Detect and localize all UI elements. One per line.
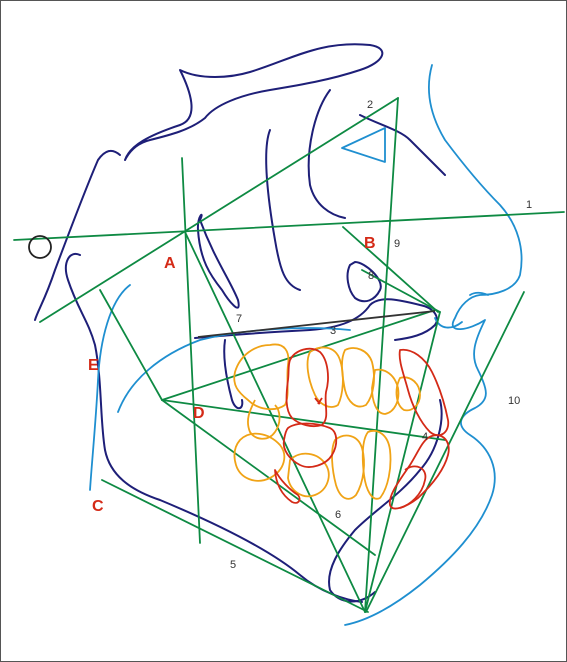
- skeletal-outline: [34, 43, 446, 603]
- deciduous-incisor-lower: [361, 430, 392, 500]
- pterygoid-outline: [196, 213, 240, 309]
- label-D: D: [193, 405, 205, 422]
- label-6: 6: [335, 509, 341, 521]
- line-B: [181, 157, 201, 544]
- label-E: E: [88, 357, 99, 374]
- tongue-outline: [117, 327, 351, 413]
- occipital-outline: [34, 149, 121, 321]
- lip-outline: [434, 317, 463, 329]
- upper-tooth-bud: [314, 397, 323, 405]
- line-5-mandibular-plane: [101, 479, 369, 613]
- label-9: 9: [394, 238, 400, 250]
- line-ba-n: [184, 231, 366, 613]
- upper-incisor: [398, 348, 450, 437]
- line-1-frankfort: [13, 211, 565, 241]
- deciduous-canine-upper: [306, 346, 344, 408]
- deciduous-teeth: [233, 343, 421, 500]
- label-7: 7: [236, 313, 242, 325]
- first-molar-lower: [282, 422, 338, 468]
- line-D3: [161, 399, 376, 556]
- label-C: C: [92, 498, 104, 515]
- line-C: [342, 226, 439, 313]
- lower-incisor-2: [399, 465, 427, 509]
- label-5: 5: [230, 559, 236, 571]
- line-8: [361, 269, 441, 313]
- maxilla-outline: [346, 261, 382, 303]
- palate-outline: [194, 298, 438, 341]
- label-8: 8: [368, 270, 374, 282]
- second-molar-lower: [274, 469, 301, 504]
- deciduous-incisor-upper: [341, 347, 375, 408]
- permanent-teeth: [274, 347, 450, 510]
- numeric-labels: 1 2 3 4 5 6 7 8 9 10: [230, 99, 532, 571]
- nose-tip-outline: [469, 291, 489, 296]
- soft-tissue-outline: [89, 64, 523, 626]
- nasion-triangle: [341, 127, 386, 163]
- line-3-palatal-plane: [197, 310, 436, 338]
- label-3: 3: [330, 325, 336, 337]
- facial-profile: [344, 64, 523, 626]
- line-10-e-line: [365, 291, 525, 613]
- letter-labels: A B C D E: [88, 235, 376, 515]
- label-2: 2: [367, 99, 373, 111]
- lower-incisor: [388, 434, 450, 510]
- line-D-gonial: [161, 309, 436, 401]
- label-4: 4: [422, 431, 428, 443]
- deciduous-molar-upper-2: [247, 399, 281, 440]
- label-A: A: [164, 255, 176, 272]
- sella-outline: [265, 129, 301, 291]
- line-A-sn: [39, 97, 399, 323]
- label-1: 1: [526, 199, 532, 211]
- line-2: [364, 97, 399, 613]
- ramus-outline: [64, 252, 363, 603]
- line-6: [364, 311, 441, 613]
- reference-lines: [13, 97, 565, 613]
- deciduous-molar-lower: [233, 432, 286, 482]
- frontal-orbital-outline: [307, 89, 346, 219]
- condyle-outline: [223, 339, 244, 410]
- deciduous-incisor-upper-2: [371, 368, 400, 415]
- label-B: B: [364, 235, 376, 252]
- cranial-base-outline: [124, 43, 384, 161]
- deciduous-canine-lower: [331, 434, 365, 500]
- deciduous-molar-lower-2: [287, 452, 330, 498]
- line-E: [99, 289, 163, 401]
- nasal-bone: [359, 114, 446, 176]
- porion-circle: [28, 235, 52, 259]
- line-D2: [161, 399, 446, 441]
- deciduous-incisor-upper-3: [395, 376, 421, 412]
- label-10: 10: [508, 395, 520, 407]
- pharynx-outline: [89, 284, 131, 491]
